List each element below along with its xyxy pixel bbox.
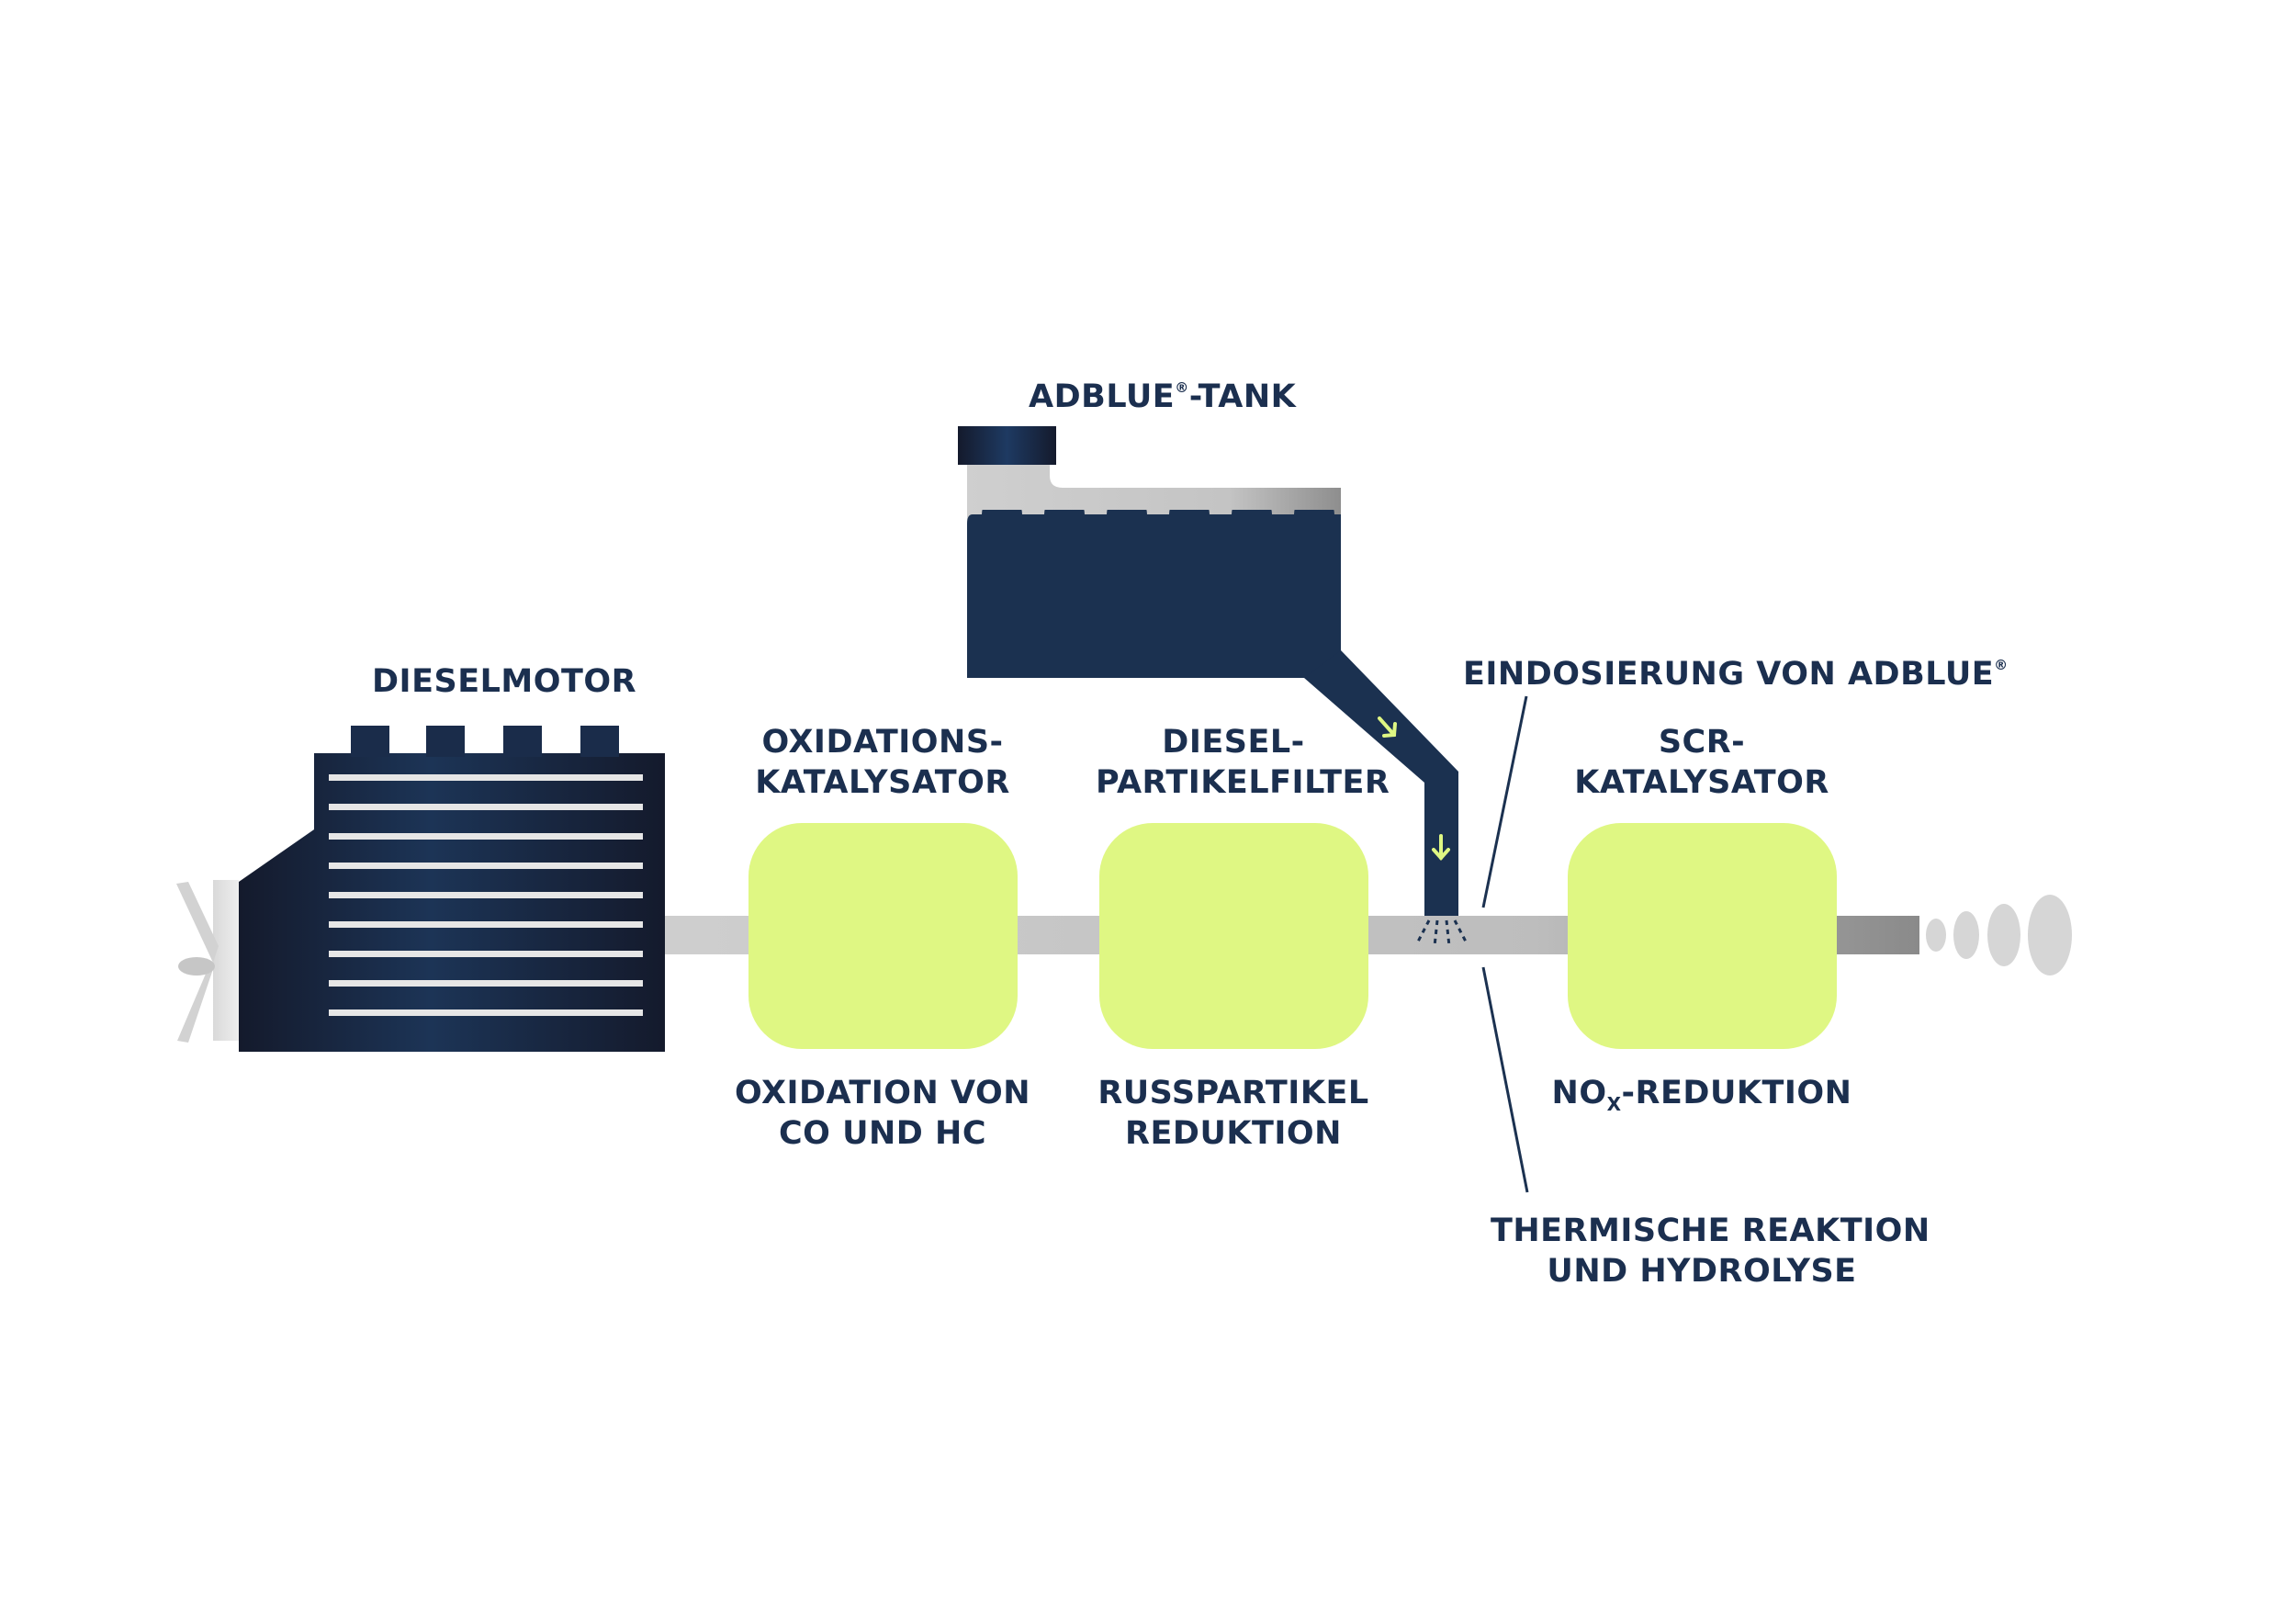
scr-catalyst-label: SCR- KATALYSATOR: [1574, 724, 1829, 801]
oxidation-catalyst-label: OXIDATIONS- KATALYSATOR: [755, 724, 1010, 801]
particle-function-label: RUSSPARTIKEL REDUKTION: [1097, 1075, 1369, 1152]
diesel-engine-icon: [239, 726, 665, 1052]
oxidation-function-label: OXIDATION VON CO UND HC: [734, 1075, 1031, 1152]
dosing-leader-line: [1481, 695, 1528, 908]
flow-arrow-icon: [1378, 716, 1450, 862]
oxidation-catalyst-block: [748, 823, 1018, 1049]
scr-function-label: NOX-REDUKTION: [1551, 1075, 1852, 1115]
hydrolysis-label: THERMISCHE REAKTION UND HYDROLYSE: [1491, 1212, 1930, 1290]
particle-filter-label: DIESEL- PARTIKELFILTER: [1096, 724, 1390, 801]
hydrolysis-leader-line: [1481, 966, 1529, 1193]
dosing-label: EINDOSIERUNG VON ADBLUE®: [1463, 656, 2009, 693]
adblue-tank-label: ADBLUE®-TANK: [1029, 378, 1297, 415]
spray-nozzle-icon: [1415, 919, 1469, 947]
adblue-tank-icon: [958, 426, 1458, 916]
fan-icon: [176, 880, 239, 1043]
exhaust-puff-icon: [1926, 895, 2072, 976]
scr-catalyst-block: [1568, 823, 1837, 1049]
particle-filter-block: [1099, 823, 1368, 1049]
engine-label: DIESELMOTOR: [372, 663, 637, 700]
